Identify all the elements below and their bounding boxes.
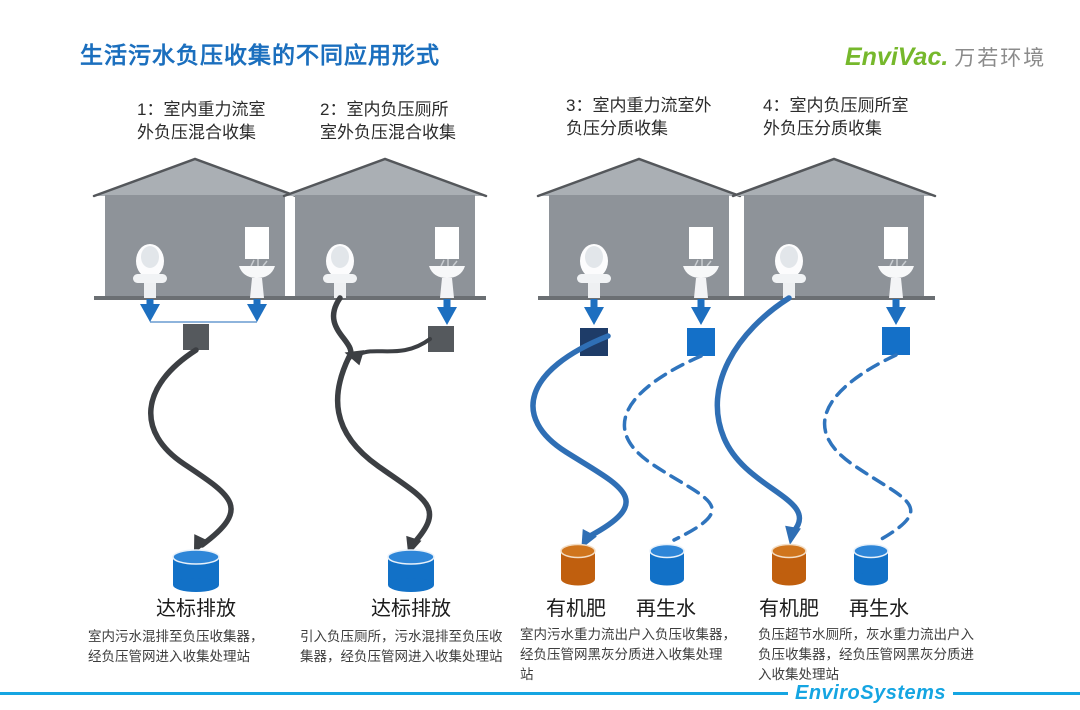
tank-label-discharge-1: 达标排放 — [156, 598, 236, 620]
down-arrow-icon — [247, 304, 267, 322]
tank-discharge-2 — [387, 549, 435, 592]
footer-rule-left — [0, 692, 788, 695]
sink-icon — [878, 227, 914, 298]
pipe-arrowhead-icon — [581, 528, 597, 549]
tank-fertilizer-2 — [771, 543, 807, 586]
blackwater-pipe — [530, 333, 629, 539]
tank-reclaimed-1 — [649, 543, 685, 586]
sink-icon — [429, 227, 465, 298]
scenario-2-description: 引入负压厕所，污水混排至负压收 集器，经负压管网进入收集处理站 — [300, 629, 503, 664]
roof — [731, 157, 937, 198]
page-title: 生活污水负压收集的不同应用形式 — [80, 42, 440, 68]
scenario-3-label: 3：室内重力流室外 负压分质收集 — [566, 96, 712, 138]
footer: EnviroSystems — [0, 682, 1080, 705]
vacuum-toilet-pipe — [330, 295, 354, 361]
mixed-sewage-pipe — [148, 347, 234, 548]
house-3 — [536, 157, 742, 300]
vacuum-collector-box — [183, 324, 209, 350]
roof — [282, 157, 488, 198]
ground-line — [538, 296, 740, 300]
scenario-2-label: 2：室内负压厕所 室外负压混合收集 — [320, 100, 456, 142]
down-arrow-icon — [140, 304, 160, 322]
scenario-3-pipes — [530, 299, 715, 586]
logo-chinese-name: 万若环境 — [954, 47, 1047, 70]
footer-rule-right — [953, 692, 1080, 695]
roof — [536, 157, 742, 198]
scenario-1-description: 室内污水混排至负压收集器， 经负压管网进入收集处理站 — [88, 629, 264, 664]
tank-fertilizer-1 — [560, 543, 596, 586]
ground-line — [733, 296, 935, 300]
scenario-1-label: 1：室内重力流室 外负压混合收集 — [137, 100, 266, 142]
scenario-1-pipes — [140, 299, 267, 592]
toilet-icon — [323, 244, 357, 298]
vacuum-toilet-pipe — [714, 295, 803, 534]
collector-feed-line — [358, 337, 432, 356]
scenario-4-pipes — [714, 295, 913, 586]
scenario-3-description: 室内污水重力流出户入负压收集器， 经负压管网黑灰分质进入收集处理 站 — [520, 627, 736, 682]
scenario-2-pipes — [330, 295, 457, 592]
ground-line — [94, 296, 296, 300]
greywater-dashed-pipe — [822, 353, 913, 543]
pipe-arrowhead-icon — [785, 525, 801, 545]
tank-label-reclaimed-1: 再生水 — [636, 598, 696, 620]
toilet-icon — [577, 244, 611, 298]
tank-label-fertilizer-1: 有机肥 — [546, 598, 606, 620]
vacuum-collector-box — [428, 326, 454, 352]
house-1 — [92, 157, 298, 300]
house-2 — [282, 157, 488, 300]
scenario-4-description: 负压超节水厕所，灰水重力流出户入 负压收集器，经负压管网黑灰分质进 入收集处理站 — [758, 627, 974, 682]
down-arrow-icon — [584, 307, 604, 325]
company-logo: EnviVac.万若环境 — [845, 42, 1046, 72]
scenario-4-label: 4：室内负压厕所室 外负压分质收集 — [763, 96, 909, 138]
down-arrow-icon — [886, 307, 906, 325]
pipe-arrowhead-icon — [193, 534, 209, 554]
greywater-dashed-pipe — [622, 354, 714, 542]
greywater-collector-box — [882, 327, 910, 355]
roof — [92, 157, 298, 198]
greywater-collector-box — [687, 328, 715, 356]
sink-icon — [239, 227, 275, 298]
toilet-icon — [772, 244, 806, 298]
pipe-arrowhead-icon — [344, 350, 365, 366]
down-arrow-icon — [691, 307, 711, 325]
tank-label-fertilizer-2: 有机肥 — [759, 598, 819, 620]
tank-label-reclaimed-2: 再生水 — [849, 598, 909, 620]
logo-envivac: EnviVac. — [845, 43, 949, 71]
ground-line — [284, 296, 486, 300]
tank-reclaimed-2 — [853, 543, 889, 586]
tank-label-discharge-2: 达标排放 — [371, 598, 451, 620]
mixed-sewage-pipe — [334, 354, 433, 546]
tank-discharge-1 — [172, 549, 220, 592]
toilet-icon — [133, 244, 167, 298]
house-4 — [731, 157, 937, 300]
down-arrow-icon — [437, 307, 457, 325]
sink-icon — [683, 227, 719, 298]
footer-brand: EnviroSystems — [795, 682, 947, 704]
